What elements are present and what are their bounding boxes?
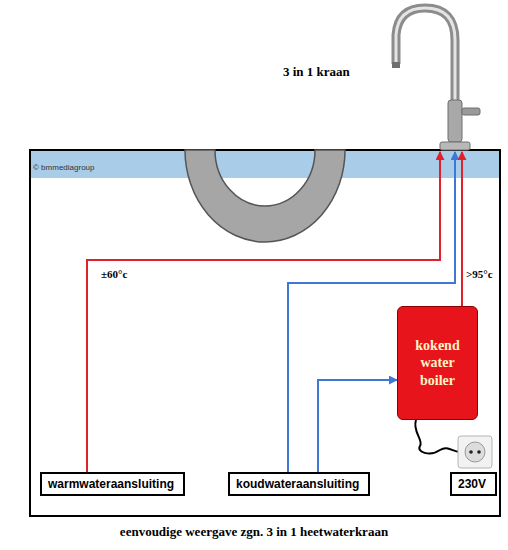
socket-face [465, 442, 485, 462]
faucet-handle [462, 108, 480, 115]
socket-plate [458, 436, 492, 468]
power-box: 230V [450, 472, 497, 496]
faucet-tap: 3 in 1 kraan [250, 0, 498, 152]
node-text: 230V [458, 477, 489, 491]
socket-hole [477, 450, 481, 454]
boiler-tank: kokend water boiler [397, 306, 478, 420]
connection-box: warmwateraansluiting [40, 472, 185, 496]
faucet-sheen [396, 8, 455, 146]
faucet-base [440, 142, 470, 150]
water-pipe [461, 152, 463, 306]
node-text: 3 in 1 kraan [283, 64, 350, 80]
wall-socket [458, 436, 492, 468]
water-pipe [318, 380, 397, 472]
countertop [30, 150, 500, 178]
node-text: kokend water boiler [402, 337, 473, 390]
faucet-neck [396, 8, 455, 146]
node-text: koudwateraansluiting [236, 477, 362, 491]
sink-bowl [185, 150, 345, 242]
power-cord [415, 420, 460, 453]
copyright-note: © bmmediagroup [33, 163, 94, 172]
caption: eenvoudige weergave zgn. 3 in 1 heetwate… [0, 524, 508, 540]
temperature-label: >95°c [465, 268, 494, 280]
connection-box: koudwateraansluiting [228, 472, 370, 496]
node-text: warmwateraansluiting [48, 477, 177, 491]
faucet-nozzle [392, 62, 400, 68]
temperature-label: ±60°c [100, 268, 128, 280]
socket-hole [469, 450, 473, 454]
faucet-body [448, 100, 462, 142]
cabinet-outline [30, 150, 500, 516]
water-pipe [87, 152, 440, 472]
